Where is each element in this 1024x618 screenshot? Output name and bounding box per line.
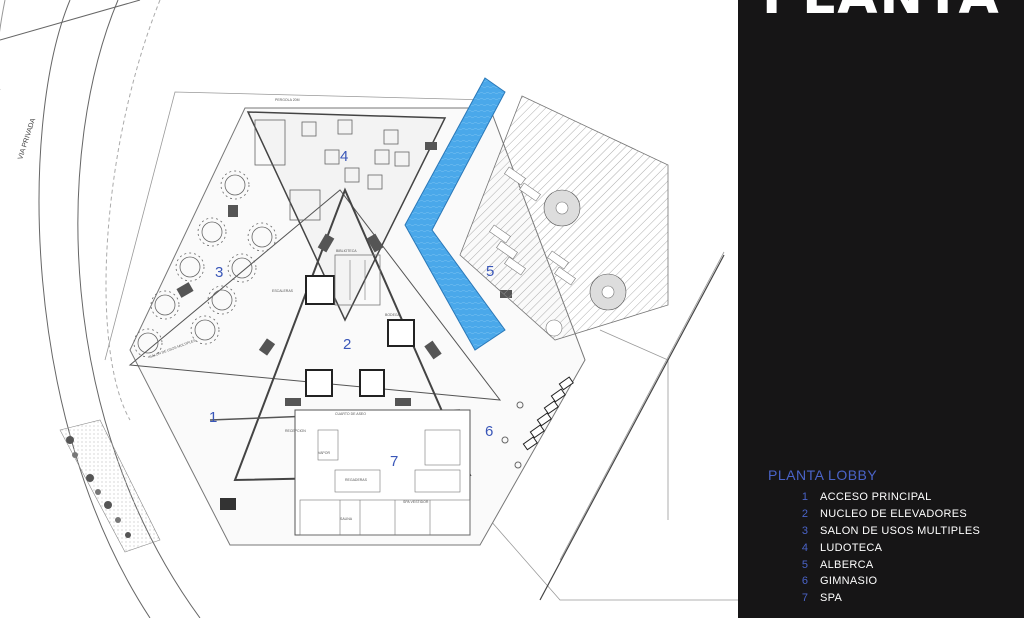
label-recepcion: RECEPCION xyxy=(285,429,306,433)
legend-number: 6 xyxy=(801,575,808,588)
label-regadera: REGADERAS xyxy=(345,478,368,482)
legend-item: 6 GIMNASIO xyxy=(768,573,980,590)
page-title: PLANTA LOBBY xyxy=(762,0,1024,26)
zone-number-1: 1 xyxy=(209,409,217,426)
legend-number: 3 xyxy=(801,524,808,537)
label-vapor: VAPOR xyxy=(318,451,330,455)
legend-item: 1 ACCESO PRINCIPAL xyxy=(768,489,980,506)
zone-number-6: 6 xyxy=(485,423,493,440)
road xyxy=(0,0,201,618)
legend-label: ACCESO PRINCIPAL xyxy=(820,491,932,504)
legend-label: SALON DE USOS MULTIPLES xyxy=(820,524,981,537)
legend-number: 2 xyxy=(801,508,808,521)
label-escaleras: ESCALERAS xyxy=(272,289,294,293)
planters xyxy=(59,419,161,553)
pool xyxy=(404,77,506,351)
legend-number: 7 xyxy=(801,592,808,605)
legend-label: ALBERCA xyxy=(820,558,874,571)
zone-number-2: 2 xyxy=(343,336,351,353)
zone-number-5: 5 xyxy=(486,263,494,280)
legend-number: 5 xyxy=(801,558,808,571)
legend-number: 4 xyxy=(801,541,808,554)
tables-salon xyxy=(133,170,277,358)
building-outline xyxy=(128,107,586,546)
pool-furniture xyxy=(489,166,627,337)
gym-equipment xyxy=(501,376,574,469)
label-cuarto: CUARTO DE ASEO xyxy=(335,412,366,416)
legend-number: 1 xyxy=(801,491,808,504)
legend-panel: PLANTA LOBBY PLANTA LOBBY 1 ACCESO PRINCI… xyxy=(738,0,1024,618)
label-biblioteca: BIBLIOTECA xyxy=(336,249,357,253)
zone-numbers: 1 2 3 4 5 6 7 xyxy=(209,148,494,470)
label-spa-vestidor: SPA VESTIDOR xyxy=(403,500,429,504)
label-pergola: PERGOLA 20M xyxy=(275,98,300,102)
legend-item: 7 SPA xyxy=(768,590,980,607)
label-sauna: SAUNA xyxy=(340,517,353,521)
road-label: VIA PRIVADA xyxy=(17,117,37,160)
legend-item: 3 SALON DE USOS MULTIPLES xyxy=(768,523,980,540)
legend-label: NUCLEO DE ELEVADORES xyxy=(820,508,968,521)
legend-item: 2 NUCLEO DE ELEVADORES xyxy=(768,506,980,523)
zone-number-7: 7 xyxy=(390,453,398,470)
legend-item: 5 ALBERCA xyxy=(768,556,980,573)
label-bodega: BODEGA xyxy=(385,313,401,317)
zone-number-4: 4 xyxy=(340,148,348,165)
floor-plan-drawing: VIA PRIVADA xyxy=(0,0,738,618)
zone-number-3: 3 xyxy=(215,264,223,281)
legend-item: 4 LUDOTECA xyxy=(768,539,980,556)
legend-label: SPA xyxy=(820,592,843,605)
tables-ludoteca xyxy=(254,119,410,221)
legend-label: GIMNASIO xyxy=(820,575,878,588)
legend-label: LUDOTECA xyxy=(820,541,883,554)
legend-heading: PLANTA LOBBY xyxy=(768,467,878,483)
site-boundary xyxy=(104,91,738,601)
